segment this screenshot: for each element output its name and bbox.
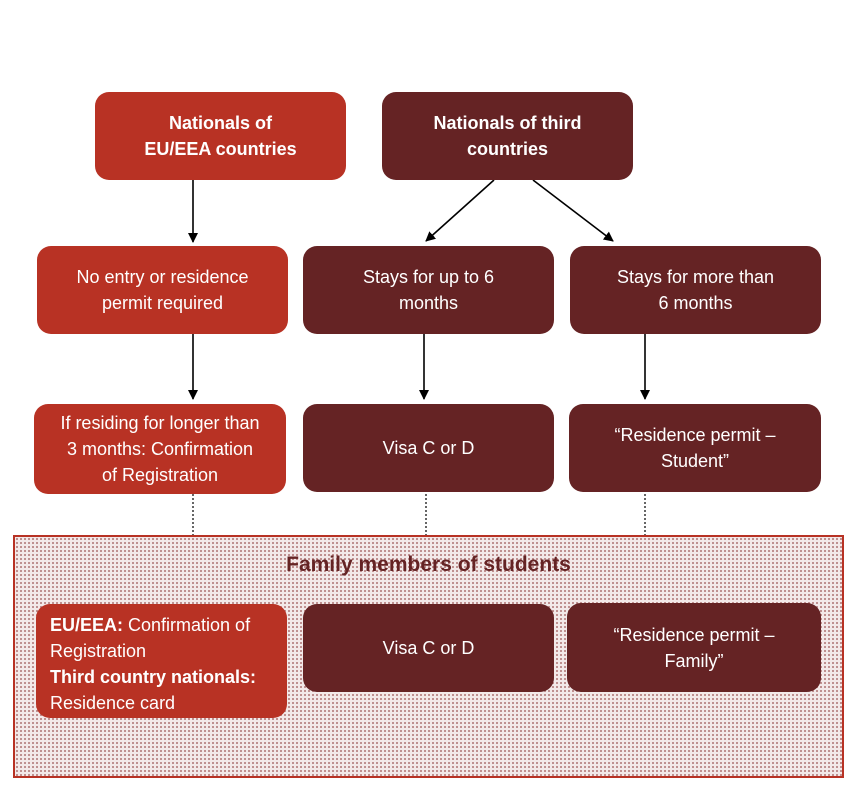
visa-label: Visa C or D — [382, 438, 475, 458]
family-visa-node: Visa C or D — [303, 604, 554, 692]
residence-family-line1: “Residence permit – — [613, 624, 775, 645]
stays-long-line1: Stays for more than — [616, 267, 775, 287]
family-members-title: Family members of students — [286, 553, 571, 576]
residence-family-line2: Family” — [664, 650, 724, 671]
family-third-text: Residence card — [50, 693, 176, 713]
stays-long-node: Stays for more than 6 months — [570, 246, 821, 334]
stays-long-line2: 6 months — [658, 293, 733, 313]
visa-node: Visa C or D — [303, 404, 554, 492]
eu-nationals-line2: EU/EEA countries — [144, 139, 297, 159]
stays-short-node: Stays for up to 6 months — [303, 246, 554, 334]
family-eu-text: Confirmation of Registration — [50, 615, 251, 661]
arrow-third-to-short — [425, 179, 495, 242]
confirmation-line2: 3 months: Confirmation — [66, 439, 254, 459]
family-eu-bold: EU/EEA: — [50, 615, 124, 635]
family-eu-node: EU/EEA: Confirmation of Registration Thi… — [36, 604, 287, 718]
no-permit-line2: permit required — [101, 293, 224, 313]
residence-student-line1: “Residence permit – — [614, 425, 776, 445]
confirmation-line3: of Registration — [101, 465, 219, 485]
no-permit-line1: No entry or residence — [76, 267, 249, 287]
residence-permit-family-node: “Residence permit – Family” — [567, 603, 821, 692]
confirmation-of-registration-node: If residing for longer than 3 months: Co… — [34, 404, 286, 494]
confirmation-line1: If residing for longer than — [60, 413, 260, 433]
third-nationals-line1: Nationals of third — [433, 113, 582, 133]
eu-nationals-line1: Nationals of — [168, 113, 272, 133]
stays-short-line1: Stays for up to 6 — [362, 267, 495, 287]
eu-nationals-node: Nationals of EU/EEA countries — [95, 92, 346, 180]
family-visa-label: Visa C or D — [382, 638, 475, 658]
third-nationals-line2: countries — [466, 139, 549, 159]
no-permit-node: No entry or residence permit required — [37, 246, 288, 334]
arrow-third-to-long — [532, 179, 614, 242]
family-third-bold: Third country nationals: — [50, 667, 257, 687]
third-country-nationals-node: Nationals of third countries — [382, 92, 633, 180]
residence-student-line2: Student” — [660, 451, 730, 471]
stays-short-line2: months — [398, 293, 458, 313]
residence-permit-student-node: “Residence permit – Student” — [569, 404, 821, 492]
